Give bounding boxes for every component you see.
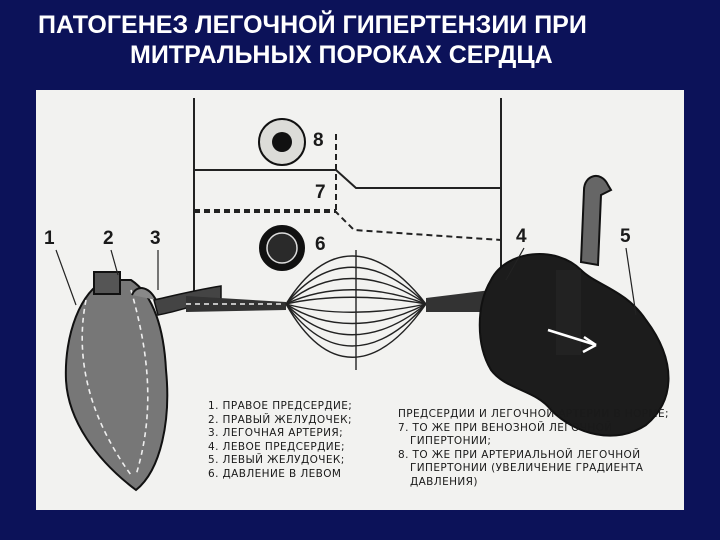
label-2: 2 bbox=[103, 228, 114, 250]
label-6: 6 bbox=[315, 234, 326, 256]
diagram-panel: 1 2 3 4 5 6 7 8 1. ПРАВОЕ ПРЕДСЕРДИЕ; 2.… bbox=[36, 90, 684, 510]
slide-title: ПАТОГЕНЕЗ ЛЕГОЧНОЙ ГИПЕРТЕНЗИИ ПРИ МИТРА… bbox=[0, 10, 720, 70]
label-1: 1 bbox=[44, 228, 55, 250]
legend-item: 3. ЛЕГОЧНАЯ АРТЕРИЯ; bbox=[208, 427, 352, 441]
legend-item: 4. ЛЕВОЕ ПРЕДСЕРДИЕ; bbox=[208, 441, 352, 455]
label-4: 4 bbox=[516, 226, 527, 248]
pulmonary-artery bbox=[154, 286, 286, 315]
legend-item: ГИПЕРТОНИИ; bbox=[398, 435, 669, 449]
legend-item: 6. ДАВЛЕНИЕ В ЛЕВОМ bbox=[208, 468, 352, 482]
gradient-line-7b bbox=[336, 170, 501, 188]
legend-item: 8. ТО ЖЕ ПРИ АРТЕРИАЛЬНОЙ ЛЕГОЧНОЙ bbox=[398, 449, 669, 463]
label-5: 5 bbox=[620, 226, 631, 248]
legend-item: 2. ПРАВЫЙ ЖЕЛУДОЧЕК; bbox=[208, 414, 352, 428]
label-3: 3 bbox=[150, 228, 161, 250]
legend-right: ПРЕДСЕРДИИ И ЛЕГОЧНОЙ АРТЕРИИ В НОРМЕ; 7… bbox=[398, 408, 669, 489]
legend-item: 5. ЛЕВЫЙ ЖЕЛУДОЧЕК; bbox=[208, 454, 352, 468]
legend-item: ГИПЕРТОНИИ (УВЕЛИЧЕНИЕ ГРАДИЕНТА bbox=[398, 462, 669, 476]
lung-capillary-network bbox=[286, 250, 426, 370]
label-8: 8 bbox=[313, 130, 324, 152]
gradient-line-normal bbox=[194, 212, 501, 240]
vessel-6 bbox=[260, 226, 304, 270]
legend-item: 7. ТО ЖЕ ПРИ ВЕНОЗНОЙ ЛЕГОЧНОЙ bbox=[398, 422, 669, 436]
legend-left: 1. ПРАВОЕ ПРЕДСЕРДИЕ; 2. ПРАВЫЙ ЖЕЛУДОЧЕ… bbox=[208, 400, 352, 481]
legend-item: ДАВЛЕНИЯ) bbox=[398, 476, 669, 490]
vessel-8 bbox=[259, 119, 305, 165]
label-7: 7 bbox=[315, 182, 326, 204]
legend-item: ПРЕДСЕРДИИ И ЛЕГОЧНОЙ АРТЕРИИ В НОРМЕ; bbox=[398, 408, 669, 422]
pressure-chart bbox=[194, 98, 501, 295]
left-heart bbox=[480, 176, 669, 436]
legend-item: 1. ПРАВОЕ ПРЕДСЕРДИЕ; bbox=[208, 400, 352, 414]
title-line-1: ПАТОГЕНЕЗ ЛЕГОЧНОЙ ГИПЕРТЕНЗИИ ПРИ bbox=[0, 10, 720, 40]
title-line-2: МИТРАЛЬНЫХ ПОРОКАХ СЕРДЦА bbox=[0, 40, 720, 70]
right-heart bbox=[66, 272, 167, 490]
